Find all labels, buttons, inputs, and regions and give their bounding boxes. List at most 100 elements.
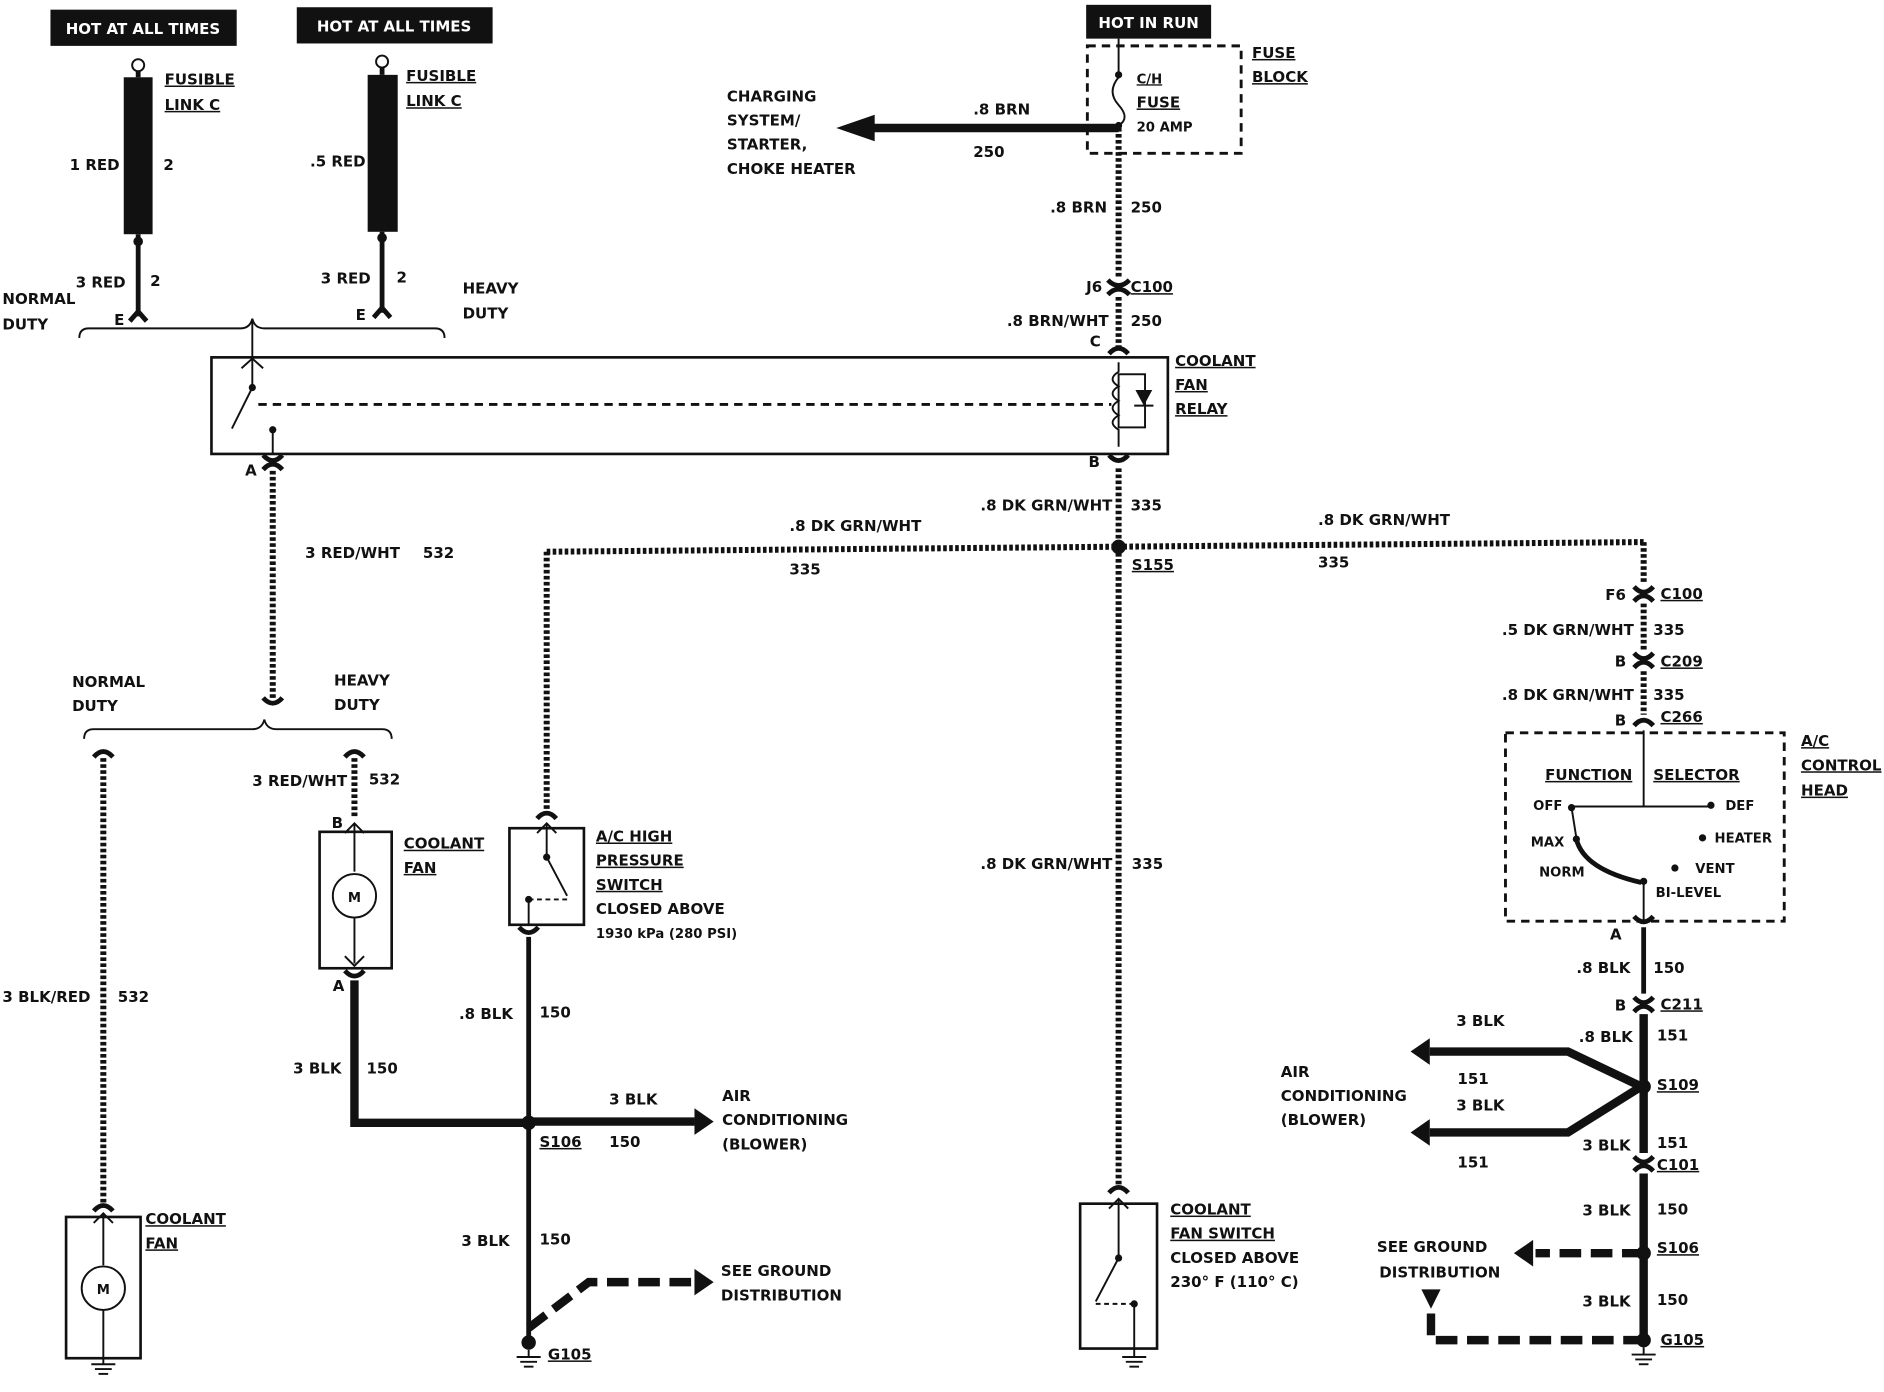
wire-label: .8 DK GRN/WHT [980, 855, 1113, 873]
ground-distribution-label: DISTRIBUTION [721, 1286, 842, 1304]
pin-label: F6 [1605, 586, 1626, 604]
relay-terminal [1107, 345, 1131, 356]
selector-position: DEF [1725, 799, 1754, 814]
pin-label: B [332, 814, 343, 832]
hp-switch-label: A/C HIGH [596, 827, 672, 845]
coolant-fan-label: COOLANT [404, 835, 485, 853]
selector-position: MAX [1531, 835, 1565, 850]
ground-icon [91, 1358, 116, 1375]
circuit-label: 151 [1657, 1027, 1688, 1045]
ground-distribution-wire [526, 1277, 697, 1332]
selector-position: OFF [1533, 799, 1562, 814]
heavy-fan-ground-wire [350, 980, 529, 1128]
coolant-fan-relay [210, 356, 1170, 456]
hot-in-run-tag [1086, 4, 1212, 39]
wire-label: 3 BLK [1582, 1292, 1632, 1310]
fuse-element [1111, 76, 1126, 127]
wire-label: .5 DK GRN/WHT [1502, 621, 1635, 639]
circuit-label: 335 [789, 561, 820, 579]
relay-terminal-b [1107, 453, 1131, 463]
ac-blower-arrow [1410, 1038, 1430, 1065]
option-brace [78, 318, 446, 339]
hp-switch-label: 1930 kPa (280 PSI) [596, 927, 737, 942]
splice-label: S106 [539, 1133, 581, 1151]
ground-distribution-arrow [1421, 1289, 1441, 1309]
wire-label: 1 RED [70, 156, 120, 174]
circuit-label: 151 [1457, 1153, 1488, 1171]
ac-blower-label: CONDITIONING [722, 1111, 848, 1129]
relay-label: COOLANT [1175, 352, 1256, 370]
connector-label: C100 [1131, 278, 1173, 296]
pin-label: B [1615, 712, 1626, 730]
fusible-link-label: LINK C [406, 92, 462, 110]
pin-label: A [333, 977, 345, 995]
ac-blower-arrow [1410, 1119, 1430, 1146]
ground-distribution-arrow [694, 1268, 714, 1296]
selector-position: VENT [1695, 862, 1734, 877]
charging-label: SYSTEM/ [727, 112, 801, 130]
circuit-label: 532 [369, 771, 400, 789]
circuit-label: 335 [1653, 621, 1684, 639]
charging-label: CHOKE HEATER [727, 160, 856, 178]
fusible-link-heavy [367, 54, 398, 320]
fusible-link-label: FUSIBLE [406, 67, 476, 85]
wire-label: 3 BLK/RED [2, 988, 90, 1006]
heavy-duty-label: DUTY [334, 696, 381, 714]
selector-label: SELECTOR [1653, 766, 1740, 784]
terminal-label: E [114, 311, 124, 329]
fusible-link-label: FUSIBLE [165, 70, 235, 88]
option-brace [83, 719, 393, 739]
s155-bus-wire [546, 539, 1644, 555]
pin-label: B [1615, 652, 1626, 670]
ac-blower-label: AIR [722, 1087, 751, 1105]
fuse-block-label: BLOCK [1252, 68, 1309, 86]
charging-label: STARTER, [727, 136, 807, 154]
ac-blower-label: CONDITIONING [1281, 1087, 1407, 1105]
hp-switch-label: SWITCH [596, 876, 663, 894]
wire-label: .8 DK GRN/WHT [980, 497, 1113, 515]
circuit-label: 150 [1653, 959, 1684, 977]
motor-label: M [348, 891, 361, 906]
circuit-label: 150 [609, 1133, 640, 1151]
circuit-label: 532 [118, 988, 149, 1006]
heavy-duty-label: HEAVY [463, 279, 520, 297]
coolant-fan-label: FAN [145, 1234, 178, 1252]
ground-distribution-arrow [1513, 1239, 1534, 1267]
splice-label: S155 [1132, 556, 1174, 574]
selector-position: HEATER [1715, 832, 1772, 847]
ac-blower-arrow [694, 1108, 714, 1135]
ground-distribution-wire [1426, 1313, 1644, 1345]
circuit-label: 151 [1657, 1134, 1688, 1152]
normal-duty-label: NORMAL [72, 673, 145, 691]
charging-arrow [836, 114, 875, 142]
pin-label: 2 [150, 272, 160, 290]
relay-label: FAN [1175, 376, 1208, 394]
connector-label: C100 [1660, 585, 1702, 603]
pin-label: 2 [396, 268, 406, 286]
connector-label: C101 [1657, 1156, 1699, 1174]
fan-switch-label: FAN SWITCH [1170, 1225, 1275, 1243]
ac-blower-wire-bottom [1429, 1082, 1644, 1137]
wire-label: 3 RED [76, 273, 126, 291]
ac-blower-label: (BLOWER) [1281, 1111, 1366, 1129]
connector-c100 [1106, 278, 1132, 297]
relay-label: RELAY [1175, 400, 1229, 418]
normal-duty-label: NORMAL [2, 290, 75, 308]
connector-c100 [1632, 585, 1656, 603]
hp-switch-label: CLOSED ABOVE [596, 900, 725, 918]
hot-in-run-label: HOT IN RUN [1098, 14, 1198, 32]
ground-distribution-label: SEE GROUND [721, 1262, 831, 1280]
wire-label: .8 DK GRN/WHT [1318, 511, 1451, 529]
fuse-label: FUSE [1137, 93, 1181, 111]
wire-label: .8 BRN [1050, 198, 1107, 216]
coolant-fan-heavy [318, 830, 394, 970]
connector-label: C266 [1660, 708, 1702, 726]
circuit-label: 532 [423, 544, 454, 562]
terminal-label: E [356, 306, 366, 324]
wire-label: .8 BLK [459, 1005, 514, 1023]
hot-at-all-times-label: HOT AT ALL TIMES [66, 20, 221, 38]
fuse-label: C/H [1137, 72, 1163, 87]
coolant-fan-label: FAN [404, 859, 437, 877]
fan-switch-label: COOLANT [1170, 1201, 1251, 1219]
